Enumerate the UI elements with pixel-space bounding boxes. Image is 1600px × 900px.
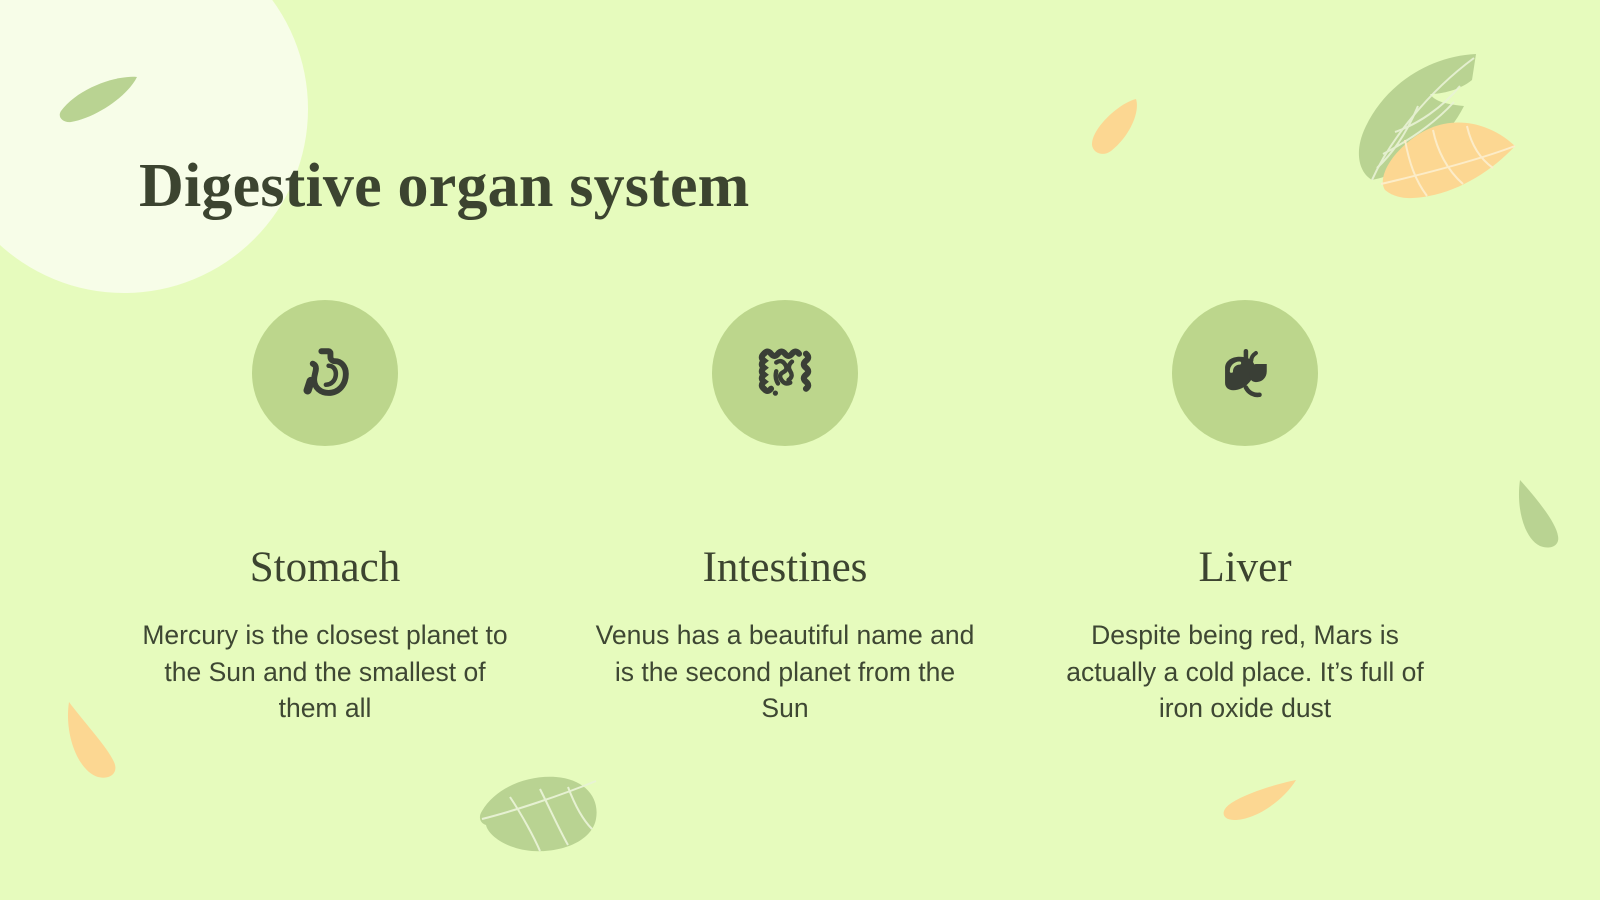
blob-circle-top-left <box>0 0 308 293</box>
organ-card-stomach: Stomach Mercury is the closest planet to… <box>95 300 555 727</box>
stomach-icon <box>296 344 354 402</box>
petal-orange-top-center <box>1091 99 1137 154</box>
organ-columns: Stomach Mercury is the closest planet to… <box>0 300 1600 727</box>
organ-card-liver: Liver Despite being red, Mars is actuall… <box>1015 300 1475 727</box>
petal-orange-bottom-right <box>1223 780 1296 820</box>
petal-green-top-left <box>59 76 137 123</box>
icon-circle-liver <box>1172 300 1318 446</box>
organ-title: Stomach <box>249 544 401 591</box>
organ-description: Venus has a beautiful name and is the se… <box>595 620 975 724</box>
organ-description: Mercury is the closest planet to the Sun… <box>142 620 508 724</box>
page-title: Digestive organ system <box>139 151 750 220</box>
intestines-icon <box>757 345 813 401</box>
icon-circle-intestines <box>712 300 858 446</box>
leaf-orange-top-right <box>1380 122 1516 199</box>
leaf-green-bottom-center <box>479 776 597 852</box>
organ-title: Liver <box>1198 544 1292 591</box>
organ-card-intestines: Intestines Venus has a beautiful name an… <box>555 300 1015 727</box>
organ-title: Intestines <box>702 544 868 591</box>
icon-circle-stomach <box>252 300 398 446</box>
liver-icon <box>1216 344 1274 402</box>
leaf-green-top-right <box>1358 54 1476 181</box>
organ-description: Despite being red, Mars is actually a co… <box>1066 620 1424 724</box>
